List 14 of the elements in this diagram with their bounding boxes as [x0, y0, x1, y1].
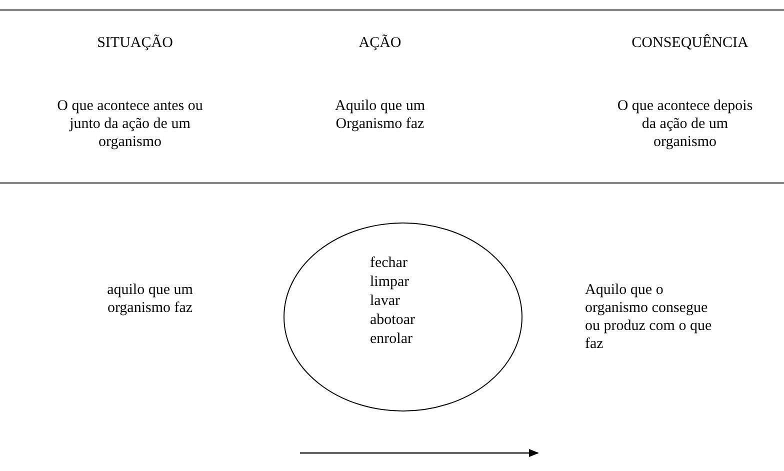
description-text: Aquilo que o organismo consegue ou produz com o que faz — [585, 281, 713, 353]
column-header: CONSEQUÊNCIA — [630, 34, 750, 52]
description-text: O que acontece depois da ação de um organismo — [616, 97, 754, 151]
description-text: aquilo que um organismo faz — [106, 281, 194, 317]
list-item: limpar — [370, 273, 410, 292]
description-text: Aquilo que um Organismo faz — [334, 97, 426, 133]
list-item: lavar — [370, 292, 401, 311]
ellipse-node — [283, 222, 523, 412]
list-item: fechar — [370, 254, 408, 273]
list-item: enrolar — [370, 330, 414, 349]
column-header: SITUAÇÃO — [96, 34, 174, 52]
description-text: O que acontece antes ou junto da ação de um organismo — [56, 97, 204, 151]
list-item: abotoar — [370, 311, 415, 330]
column-header: AÇÃO — [358, 34, 402, 52]
